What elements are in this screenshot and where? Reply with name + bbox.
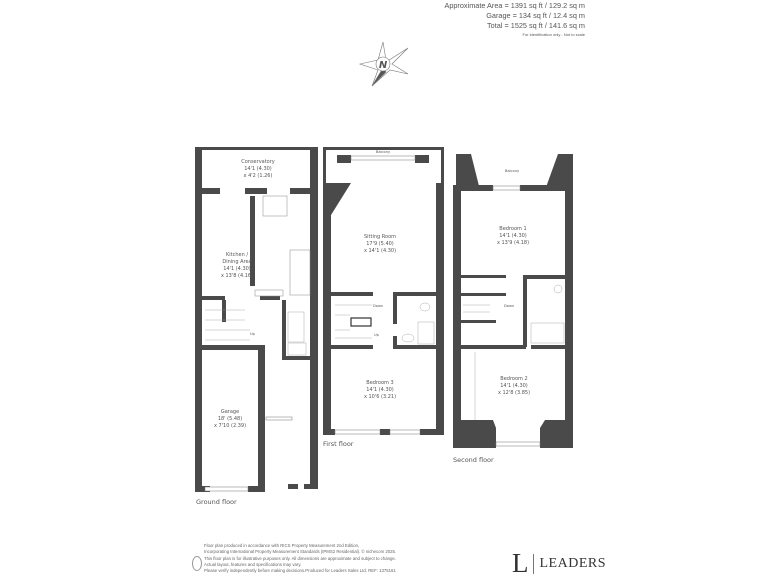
second-floor-label: Second floor bbox=[453, 456, 494, 464]
bedroom1-name: Bedroom 1 bbox=[499, 226, 526, 232]
second-floor-plan bbox=[453, 154, 573, 448]
first-floor-plan bbox=[323, 147, 444, 435]
garage-dim2: x 7'10 (2.39) bbox=[214, 423, 246, 429]
disclaimer-line: Please verify independently before makin… bbox=[204, 568, 396, 574]
bedroom1-dim2: x 13'9 (4.18) bbox=[497, 240, 529, 246]
bedroom2-dim2: x 12'8 (3.85) bbox=[498, 390, 530, 396]
ground-stairs-up: Up bbox=[250, 332, 256, 336]
ground-floor-plan bbox=[195, 147, 318, 492]
first-stairs-down: Down bbox=[373, 304, 383, 308]
first-stairs-up: Up bbox=[374, 333, 380, 337]
bedroom1-dim1: 14'1 (4.30) bbox=[499, 233, 527, 239]
kitchen-name1: Kitchen / bbox=[226, 252, 248, 258]
garage-dim1: 18' (5.48) bbox=[218, 416, 242, 422]
kitchen-dim1: 14'1 (4.30) bbox=[223, 266, 251, 272]
garage-area: Garage = 134 sq ft / 12.4 sq m bbox=[486, 11, 585, 20]
second-balcony-label: Balcony bbox=[505, 169, 520, 173]
bedroom2-name: Bedroom 2 bbox=[500, 376, 527, 382]
bedroom3-name: Bedroom 3 bbox=[366, 380, 393, 386]
garage-name: Garage bbox=[221, 409, 239, 415]
leaders-logo: L LEADERS bbox=[512, 548, 606, 579]
disclaimer-line: Floor plan produced in accordance with R… bbox=[204, 543, 360, 548]
logo-divider bbox=[532, 553, 534, 574]
approximate-area: Approximate Area = 1391 sq ft / 129.2 sq… bbox=[444, 1, 585, 10]
kitchen-dim2: x 13'8 (4.16) bbox=[221, 273, 253, 279]
area-summary: Approximate Area = 1391 sq ft / 129.2 sq… bbox=[444, 1, 585, 39]
first-balcony-label: Balcony bbox=[376, 150, 391, 154]
bedroom3-dim1: 14'1 (4.30) bbox=[366, 387, 394, 393]
conservatory-dim2: x 4'2 (1.26) bbox=[244, 173, 273, 179]
disclaimer-line: Incorporating International Property Mea… bbox=[204, 549, 397, 555]
sitting-room-dim1: 17'9 (5.40) bbox=[366, 241, 394, 247]
first-floor-label: First floor bbox=[323, 440, 354, 448]
sitting-room-name: Sitting Room bbox=[364, 234, 396, 240]
compass-icon: N bbox=[358, 41, 409, 87]
total-area: Total = 1525 sq ft / 141.6 sq m bbox=[487, 21, 585, 30]
bedroom3-dim2: x 10'6 (3.21) bbox=[364, 394, 396, 400]
conservatory-dim1: 14'1 (4.30) bbox=[244, 166, 272, 172]
second-stairs-down: Down bbox=[504, 304, 514, 308]
disclaimer-line: Actual layout, features and specificatio… bbox=[204, 561, 302, 567]
scale-note: For identification only - Not to scale bbox=[522, 32, 585, 37]
person-icon bbox=[192, 556, 202, 571]
disclaimer: Floor plan produced in accordance with R… bbox=[204, 543, 396, 574]
ground-floor-label: Ground floor bbox=[196, 498, 237, 506]
disclaimer-line: This floor plan is for illustrative purp… bbox=[204, 555, 396, 561]
logo-letter: L bbox=[512, 548, 529, 578]
sitting-room-dim2: x 14'1 (4.30) bbox=[364, 248, 396, 254]
kitchen-name2: Dining Area bbox=[222, 259, 251, 265]
logo-name: LEADERS bbox=[539, 555, 606, 571]
conservatory-name: Conservatory bbox=[241, 159, 275, 165]
compass-letter: N bbox=[379, 60, 388, 71]
bedroom2-dim1: 14'1 (4.30) bbox=[500, 383, 528, 389]
